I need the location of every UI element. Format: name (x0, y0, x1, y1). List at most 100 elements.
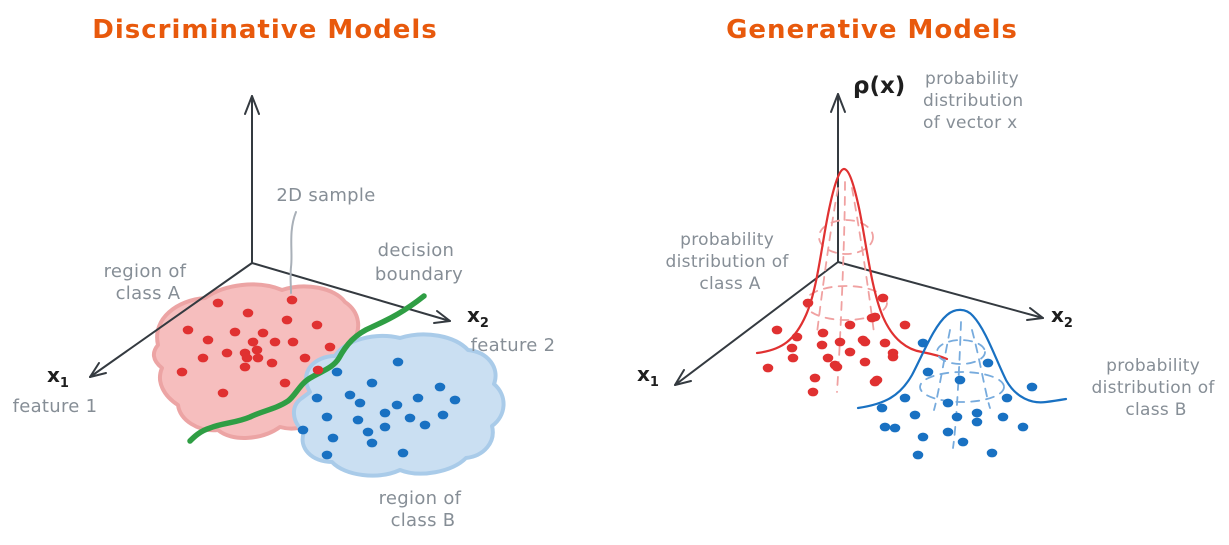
sample-point (869, 377, 881, 387)
rho-x-label: ρ(x) (853, 73, 905, 99)
sample-point (997, 412, 1009, 422)
sample-point (802, 298, 814, 308)
sample-point (909, 410, 921, 420)
sample-point (889, 423, 901, 433)
sample-point (297, 425, 309, 435)
sample-point (982, 358, 994, 368)
sample-point (971, 417, 983, 427)
sample-point (344, 390, 356, 400)
sample-point (354, 398, 366, 408)
sample-point (331, 367, 343, 377)
right-x1-arrowhead-icon (674, 369, 692, 386)
sample-point (844, 320, 856, 330)
vector-x-distribution-label: probability distribution of vector x (923, 69, 1029, 133)
sample-point (412, 393, 424, 403)
class-b-distribution-wireframe (919, 321, 1005, 449)
sample-point (942, 398, 954, 408)
sample-point (251, 345, 263, 355)
sample-point (352, 415, 364, 425)
sample-point (829, 360, 841, 370)
sample-point (942, 427, 954, 437)
sample-point (899, 393, 911, 403)
left-x2-arrowhead-icon (433, 310, 451, 324)
sample-point (311, 320, 323, 330)
sample-point (834, 337, 846, 347)
sample-point (257, 328, 269, 338)
right-class-a-dots (762, 293, 911, 397)
sample-point (397, 448, 409, 458)
decision-boundary-label: decision boundary (375, 240, 463, 285)
discriminative-panel: Discriminative Models region of class A … (13, 15, 556, 531)
feature-2-label: feature 2 (471, 335, 556, 356)
sample-point (899, 320, 911, 330)
sample-point (809, 373, 821, 383)
class-a-bell-curve (755, 167, 949, 361)
feature-1-label: feature 1 (13, 396, 98, 417)
sample-point (917, 432, 929, 442)
class-a-upper-dash-ring (818, 219, 874, 255)
sample-point (392, 357, 404, 367)
sample-point (286, 295, 298, 305)
sample-point (287, 337, 299, 347)
sample-point (822, 353, 834, 363)
left-class-a-dots (176, 295, 336, 398)
sample-point (241, 353, 253, 363)
sample-point (876, 403, 888, 413)
sample-point (816, 340, 828, 350)
sample-point (1017, 422, 1029, 432)
class-b-upper-dash-ring (936, 339, 986, 365)
class-b-right-meridian-dash (971, 329, 991, 409)
right-panel-title: Generative Models (726, 15, 1018, 45)
sample-point (434, 382, 446, 392)
sample-2d-label: 2D sample (276, 185, 375, 206)
region-a-label: region of class A (104, 261, 193, 304)
right-x1-axis (674, 261, 839, 386)
sample-point (239, 362, 251, 372)
sample-point (917, 338, 929, 348)
sample-point (321, 450, 333, 460)
sample-point (1026, 382, 1038, 392)
sample-point (269, 337, 281, 347)
right-x2-axis-label: x2 (1051, 303, 1073, 331)
sample-point (362, 427, 374, 437)
class-a-right-meridian-dash (851, 187, 875, 334)
sample-point (954, 375, 966, 385)
sample-point (217, 388, 229, 398)
sample-point (379, 422, 391, 432)
sample-point (771, 325, 783, 335)
sample-point (391, 400, 403, 410)
left-class-b-dots (297, 357, 461, 460)
region-b-label: region of class B (379, 488, 468, 531)
sample-point (366, 378, 378, 388)
left-x2-axis (251, 262, 451, 322)
sample-point (762, 363, 774, 373)
right-x2-axis (837, 261, 1044, 319)
decision-boundary-line (187, 293, 427, 444)
sample-point (957, 437, 969, 447)
sample-point (922, 367, 934, 377)
right-x2-arrowhead-icon (1026, 307, 1044, 321)
sample-point (986, 448, 998, 458)
left-vertical-axis-arrowhead-icon (244, 95, 260, 115)
left-x1-axis-label: x1 (47, 363, 69, 391)
sample-point (449, 395, 461, 405)
sample-point (311, 393, 323, 403)
sample-point (951, 412, 963, 422)
sample-point (971, 408, 983, 418)
sample-point (437, 410, 449, 420)
sample-point (212, 298, 224, 308)
sample-pointer-line (289, 211, 297, 294)
sample-point (419, 420, 431, 430)
class-a-left-meridian-dash (816, 187, 839, 334)
left-x1-arrowhead-icon (89, 362, 107, 378)
sample-point (1001, 393, 1013, 403)
sample-point (266, 358, 278, 368)
class-b-distribution-label: probability distribution of class B (1092, 356, 1221, 420)
sample-point (252, 353, 264, 363)
left-x1-axis (89, 262, 253, 378)
sample-point (866, 313, 878, 323)
sample-point (247, 337, 259, 347)
left-axes (89, 95, 451, 378)
